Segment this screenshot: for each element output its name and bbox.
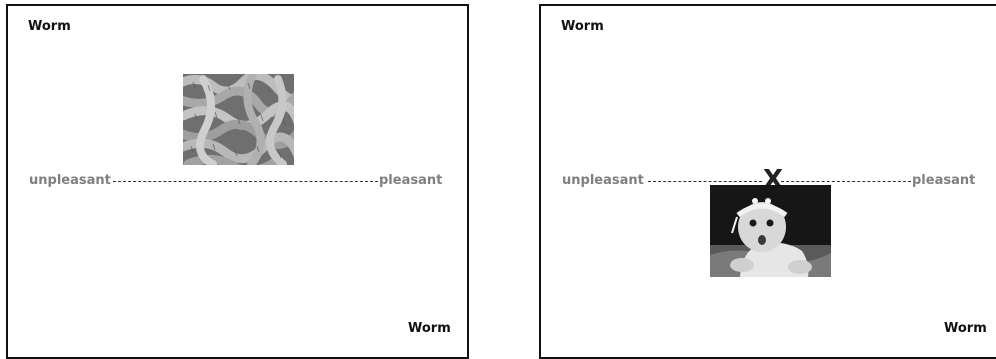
rating-panel-left: Worm unpleasant pleasant Worm [6, 4, 469, 359]
scale-label-unpleasant: unpleasant [29, 173, 111, 188]
rating-scale-line-left-segment[interactable] [648, 181, 762, 182]
scale-label-unpleasant: unpleasant [562, 173, 644, 188]
worms-photo-icon [183, 74, 294, 165]
rating-panel-right: Worm unpleasant X pleasant Worm [539, 4, 996, 359]
category-label-bottom: Worm [408, 321, 451, 336]
category-label-top: Worm [28, 19, 71, 34]
category-label-top: Worm [561, 19, 604, 34]
rating-scale-line-right-segment[interactable] [781, 181, 911, 182]
baby-photo-icon [710, 185, 831, 277]
scale-label-pleasant: pleasant [379, 173, 442, 188]
category-label-bottom: Worm [944, 321, 987, 336]
rating-scale-line[interactable] [113, 181, 378, 182]
scale-label-pleasant: pleasant [912, 173, 975, 188]
